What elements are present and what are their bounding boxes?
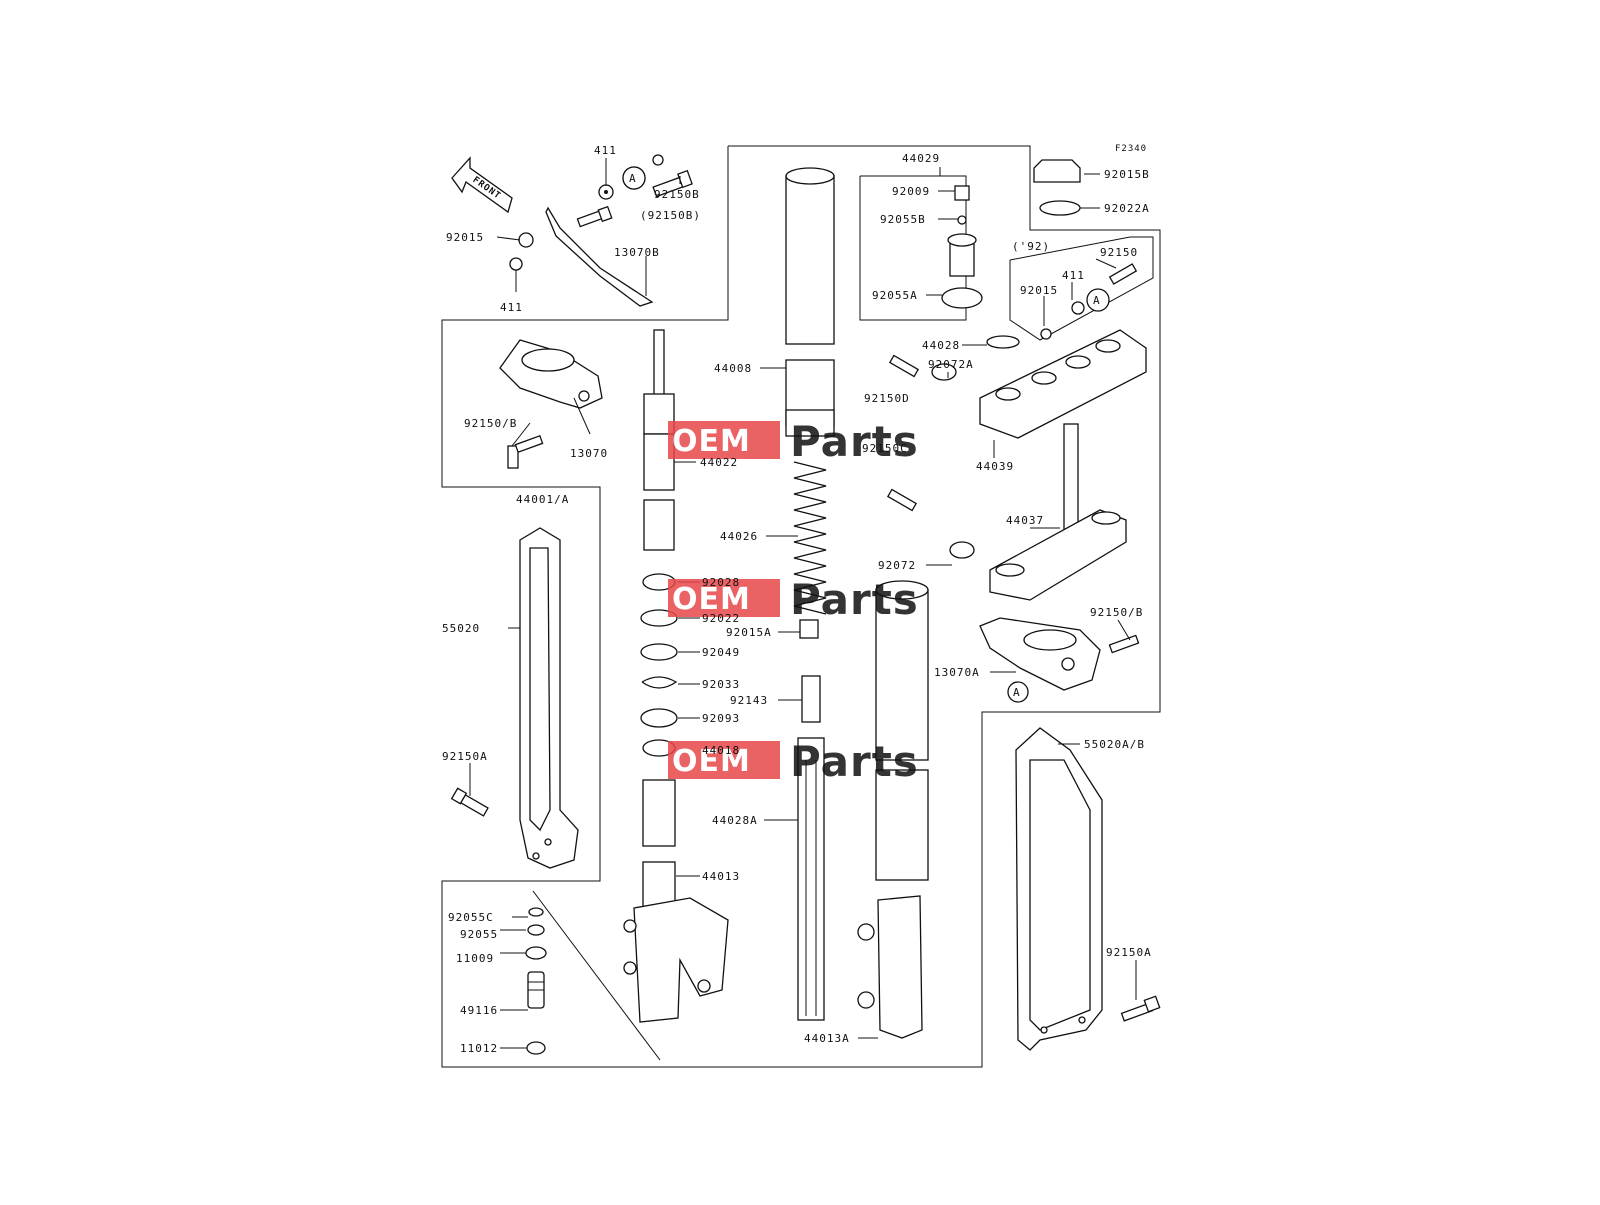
fork-guard-right [1015, 727, 1161, 1051]
label-44008: 44008 [714, 362, 752, 375]
svg-text:BIKE: BIKE [795, 428, 804, 446]
svg-text:A: A [1013, 686, 1021, 699]
label-92150B-paren: (92150B) [640, 209, 701, 222]
frame-lines [441, 145, 1161, 1068]
svg-text:Parts: Parts [790, 737, 919, 786]
label-411-right: 411 [1062, 269, 1085, 282]
label-92150A-right: 92150A [1106, 946, 1152, 959]
damper-rod-column [623, 329, 729, 1023]
outer-tube-column [857, 580, 929, 1039]
label-92072: 92072 [878, 559, 916, 572]
label-92150A-left: 92150A [442, 750, 488, 763]
left-clamp-group [499, 339, 603, 469]
label-92143: 92143 [730, 694, 768, 707]
label-92022A: 92022A [1104, 202, 1150, 215]
label-92015-right: 92015 [1020, 284, 1058, 297]
label-92055: 92055 [460, 928, 498, 941]
watermark-3: OEM BIKE Parts [668, 737, 919, 786]
label-13070B: 13070B [614, 246, 660, 259]
svg-text:Parts: Parts [790, 575, 919, 624]
label-92055A: 92055A [872, 289, 918, 302]
label-92015-left: 92015 [446, 231, 484, 244]
cable-guide-group [509, 154, 693, 307]
label-44028A: 44028A [712, 814, 758, 827]
label-411-top: 411 [594, 144, 617, 157]
label-44018: 44018 [702, 744, 740, 757]
label-11012: 11012 [460, 1042, 498, 1055]
diagram-code: F2340 [1115, 144, 1147, 154]
svg-text:A: A [1093, 294, 1101, 307]
label-92093: 92093 [702, 712, 740, 725]
front-arrow-icon: FRONT [451, 156, 513, 214]
label-92022: 92022 [702, 612, 740, 625]
label-92049: 92049 [702, 646, 740, 659]
callout-a-top: A [622, 166, 646, 190]
label-92150B: 92150B [654, 188, 700, 201]
label-55020: 55020 [442, 622, 480, 635]
label-49116: 49116 [460, 1004, 498, 1017]
label-92150-B-left: 92150/B [464, 417, 517, 430]
leader-lines [469, 158, 1137, 1049]
callout-a-bottom: A [1007, 681, 1029, 703]
label-92150-B-right: 92150/B [1090, 606, 1143, 619]
label-44013: 44013 [702, 870, 740, 883]
svg-text:Parts: Parts [790, 417, 919, 466]
bottom-clamp [979, 617, 1140, 691]
watermark-1: OEM BIKE Parts [668, 417, 919, 466]
stem-nut-group [1033, 159, 1081, 216]
label-92015B: 92015B [1104, 168, 1150, 181]
drain-bolt-group [525, 907, 547, 1055]
label-44037: 44037 [1006, 514, 1044, 527]
label-92055B: 92055B [880, 213, 926, 226]
label-44026: 44026 [720, 530, 758, 543]
label-92009: 92009 [892, 185, 930, 198]
svg-text:A: A [629, 172, 637, 185]
label-44013A: 44013A [804, 1032, 850, 1045]
svg-text:OEM: OEM [672, 744, 751, 779]
spring-column [785, 167, 835, 1021]
label-92028: 92028 [702, 576, 740, 589]
label-92072A: 92072A [928, 358, 974, 371]
label-92150D: 92150D [864, 392, 910, 405]
svg-text:BIKE: BIKE [795, 748, 804, 766]
callout-a-right: A [1086, 288, 1110, 312]
upper-triple-clamp [886, 263, 1147, 559]
label-92150C: 92150C [862, 442, 908, 455]
svg-text:OEM: OEM [672, 582, 751, 617]
label-13070: 13070 [570, 447, 608, 460]
lower-triple-clamp [989, 423, 1127, 601]
label-44028: 44028 [922, 339, 960, 352]
watermark-2: OEM BIKE Parts [668, 575, 919, 624]
label-92150-right: 92150 [1100, 246, 1138, 259]
label-411-bottom: 411 [500, 301, 523, 314]
label-55020A-B: 55020A/B [1084, 738, 1145, 751]
fork-cap-group [941, 185, 983, 309]
label-92055C: 92055C [448, 911, 494, 924]
label-44001-A: 44001/A [516, 493, 569, 506]
fork-guard-left [450, 527, 579, 869]
label-44039: 44039 [976, 460, 1014, 473]
svg-text:OEM: OEM [672, 424, 751, 459]
label-92015A: 92015A [726, 626, 772, 639]
label-11009: 11009 [456, 952, 494, 965]
svg-text:BIKE: BIKE [795, 586, 804, 604]
label-year-note: ('92) [1012, 240, 1050, 253]
label-13070A: 13070A [934, 666, 980, 679]
label-92033: 92033 [702, 678, 740, 691]
label-44022: 44022 [700, 456, 738, 469]
part-labels: F2340 411 92150B (92150B) 92015 13070B 4… [442, 144, 1152, 1055]
label-44029: 44029 [902, 152, 940, 165]
